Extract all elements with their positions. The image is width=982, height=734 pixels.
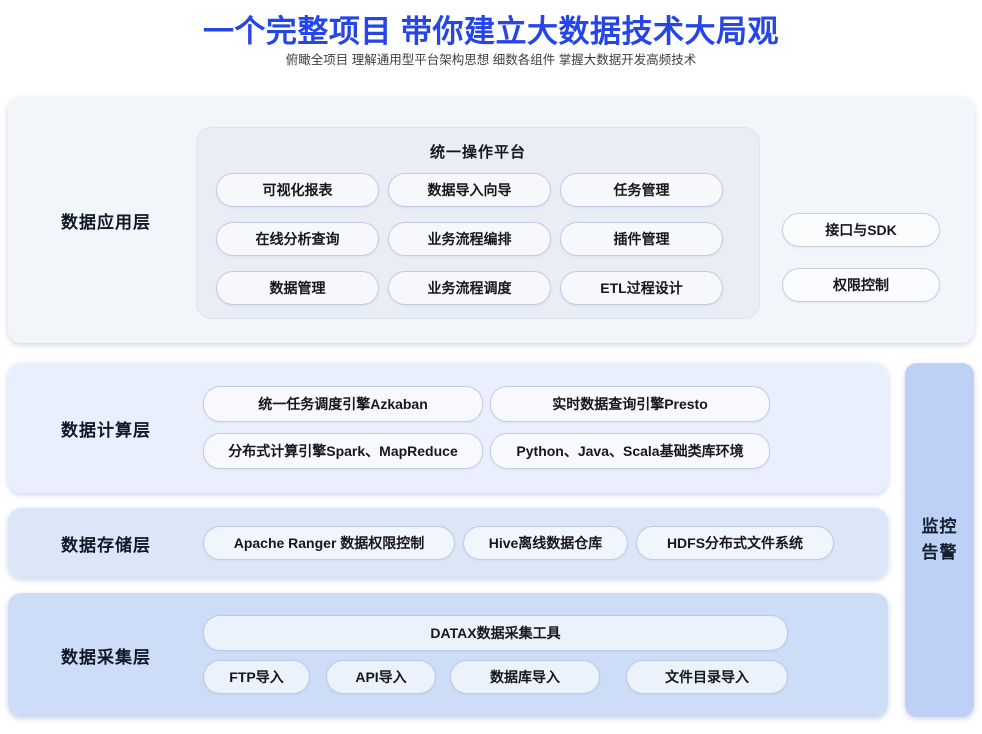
chip-plugin-management: 插件管理 — [560, 222, 723, 256]
monitor-alert-panel: 监控 告警 — [905, 363, 974, 717]
layer-data-computing: 数据计算层 统一任务调度引擎Azkaban 实时数据查询引擎Presto 分布式… — [8, 363, 888, 493]
chip-apache-ranger: Apache Ranger 数据权限控制 — [203, 526, 455, 560]
chip-data-management: 数据管理 — [216, 271, 379, 305]
chip-data-import-wizard: 数据导入向导 — [388, 173, 551, 207]
chip-python-java-scala-libs: Python、Java、Scala基础类库环境 — [490, 433, 770, 469]
chip-database-import: 数据库导入 — [450, 660, 600, 694]
layer-label-application: 数据应用层 — [61, 212, 151, 232]
chip-spark-mapreduce-engine: 分布式计算引擎Spark、MapReduce — [203, 433, 483, 469]
unified-platform-grid: 可视化报表 数据导入向导 任务管理 在线分析查询 业务流程编排 插件管理 数据管… — [216, 173, 742, 305]
layer-data-application: 数据应用层 统一操作平台 可视化报表 数据导入向导 任务管理 在线分析查询 业务… — [8, 97, 974, 343]
chip-presto-query-engine: 实时数据查询引擎Presto — [490, 386, 770, 422]
layer-data-collection: 数据采集层 DATAX数据采集工具 FTP导入 API导入 数据库导入 文件目录… — [8, 593, 888, 717]
monitor-label-line2: 告警 — [921, 543, 958, 562]
page-subtitle: 俯瞰全项目 理解通用型平台架构思想 细数各组件 掌握大数据开发高频技术 — [285, 53, 697, 67]
chip-api-and-sdk: 接口与SDK — [782, 213, 940, 247]
chip-visual-report: 可视化报表 — [216, 173, 379, 207]
layer-label-computing: 数据计算层 — [61, 420, 151, 440]
page-title: 一个完整项目 带你建立大数据技术大局观 — [202, 14, 780, 49]
chip-api-import: API导入 — [326, 660, 436, 694]
chip-workflow-orchestration: 业务流程编排 — [388, 222, 551, 256]
monitor-label-line1: 监控 — [921, 517, 958, 536]
chip-hdfs-filesystem: HDFS分布式文件系统 — [636, 526, 834, 560]
chip-azkaban-scheduler: 统一任务调度引擎Azkaban — [203, 386, 483, 422]
chip-hive-warehouse: Hive离线数据仓库 — [463, 526, 628, 560]
chip-task-management: 任务管理 — [560, 173, 723, 207]
layer-label-collection: 数据采集层 — [61, 647, 151, 667]
layer-data-storage: 数据存储层 Apache Ranger 数据权限控制 Hive离线数据仓库 HD… — [8, 508, 888, 578]
chip-ftp-import: FTP导入 — [203, 660, 310, 694]
chip-permission-control: 权限控制 — [782, 268, 940, 302]
chip-workflow-scheduling: 业务流程调度 — [388, 271, 551, 305]
chip-file-directory-import: 文件目录导入 — [626, 660, 788, 694]
chip-online-analysis-query: 在线分析查询 — [216, 222, 379, 256]
layer-label-storage: 数据存储层 — [61, 535, 151, 555]
unified-platform-title: 统一操作平台 — [429, 144, 526, 161]
unified-platform-panel: 统一操作平台 可视化报表 数据导入向导 任务管理 在线分析查询 业务流程编排 插… — [196, 127, 760, 319]
chip-datax-tool: DATAX数据采集工具 — [203, 615, 788, 651]
chip-etl-process-design: ETL过程设计 — [560, 271, 723, 305]
